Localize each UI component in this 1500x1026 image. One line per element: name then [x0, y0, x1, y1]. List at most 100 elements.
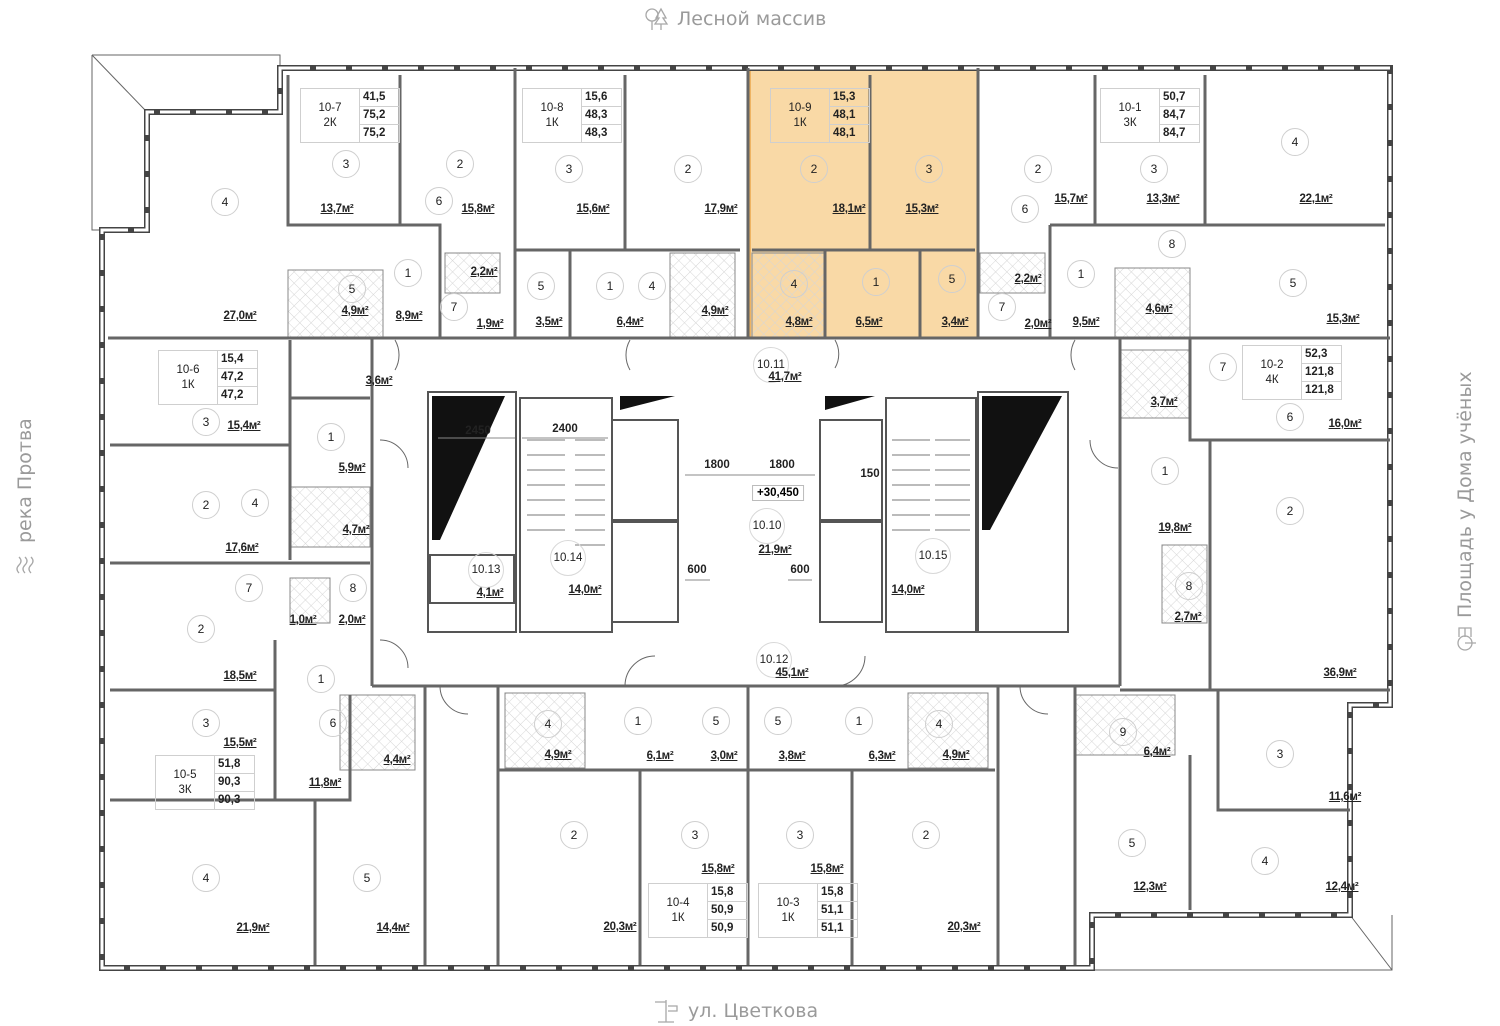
interior-walls — [108, 68, 1390, 965]
room-number-marker: 6 — [1011, 195, 1039, 223]
apartment-type: 3К — [1123, 116, 1137, 129]
room-number-marker: 4 — [192, 864, 220, 892]
apartment-area-value: 47,2 — [221, 389, 244, 401]
room-area-label: 5,9м² — [338, 462, 366, 474]
room-number-marker: 4 — [638, 272, 666, 300]
apartment-number: 10-8 — [540, 101, 564, 114]
apartment-type: 2К — [323, 116, 337, 129]
common-area-size: 14,0м² — [568, 584, 602, 596]
room-area-label: 3,6м² — [365, 375, 393, 387]
room-number-marker: 5 — [1118, 829, 1146, 857]
room-area-label: 4,6м² — [1145, 303, 1173, 315]
orientation-right: Площадь у Дома учёных — [1452, 371, 1478, 652]
orientation-top: Лесной массив — [643, 6, 826, 32]
apartment-area-value: 48,1 — [830, 107, 869, 125]
room-area-label: 6,5м² — [855, 316, 883, 328]
common-area-number: 10.13 — [468, 552, 504, 588]
common-area-size: 4,1м² — [476, 587, 504, 599]
room-number-marker: 2 — [912, 821, 940, 849]
room-area-label: 21,9м² — [236, 922, 270, 934]
room-number-marker: 6 — [1276, 403, 1304, 431]
apartment-number: 10-9 — [788, 101, 812, 114]
dimension-lines — [438, 437, 815, 581]
room-area-label: 17,6м² — [225, 542, 259, 554]
apartment-number: 10-7 — [318, 101, 342, 114]
room-area-label: 14,4м² — [376, 922, 410, 934]
room-area-label: 18,1м² — [832, 203, 866, 215]
apartment-area-value: 48,1 — [833, 127, 856, 139]
room-area-label: 11,6м² — [1328, 791, 1362, 803]
room-number-marker: 5 — [527, 272, 555, 300]
room-number-marker: 8 — [1158, 230, 1186, 258]
room-area-label: 4,9м² — [942, 749, 970, 761]
room-number-marker: 1 — [1067, 260, 1095, 288]
apartment-area-value: 121,8 — [1305, 384, 1334, 396]
room-number-marker: 1 — [862, 268, 890, 296]
apartment-area-value: 47,2 — [218, 369, 257, 387]
apartment-area-value: 51,1 — [818, 902, 857, 920]
apartment-area-value: 15,4 — [218, 351, 257, 369]
apartment-area-value: 52,3 — [1302, 346, 1341, 364]
room-area-label: 3,0м² — [710, 750, 738, 762]
room-number-marker: 4 — [1281, 128, 1309, 156]
room-number-marker: 4 — [534, 710, 562, 738]
orientation-left: река Протва — [14, 418, 36, 575]
room-area-label: 15,7м² — [1054, 193, 1088, 205]
room-area-label: 16,0м² — [1328, 418, 1362, 430]
shafts — [432, 396, 1062, 540]
room-number-marker: 2 — [446, 150, 474, 178]
room-area-label: 8,9м² — [395, 310, 423, 322]
room-area-label: 2,2м² — [470, 266, 498, 278]
room-number-marker: 4 — [780, 270, 808, 298]
room-area-label: 11,8м² — [308, 777, 342, 789]
common-area-number: 10.15 — [915, 538, 951, 574]
dimension-label: 600 — [790, 564, 810, 576]
square-bench-icon — [1457, 627, 1476, 651]
room-area-label: 4,7м² — [342, 524, 370, 536]
room-number-marker: 3 — [555, 155, 583, 183]
room-area-label: 2,0м² — [338, 614, 366, 626]
apartment-area-value: 90,3 — [215, 774, 254, 792]
room-number-marker: 1 — [394, 259, 422, 287]
core — [427, 391, 1069, 633]
room-area-label: 6,4м² — [616, 316, 644, 328]
room-number-marker: 7 — [440, 293, 468, 321]
common-area-size: 21,9м² — [758, 544, 792, 556]
balcony-top-left — [91, 54, 281, 231]
room-number-marker: 8 — [1175, 572, 1203, 600]
stairs — [527, 439, 970, 546]
apartment-area-value: 51,1 — [821, 922, 844, 934]
dimension-label: 600 — [687, 564, 707, 576]
dimension-label: 1800 — [769, 459, 795, 471]
room-number-marker: 6 — [425, 187, 453, 215]
apartment-type: 1К — [781, 911, 795, 924]
apartment-type: 3К — [178, 783, 192, 796]
room-number-marker: 5 — [353, 864, 381, 892]
room-number-marker: 2 — [1024, 155, 1052, 183]
apartment-area-value: 51,8 — [215, 756, 254, 774]
room-area-label: 1,9м² — [476, 318, 504, 330]
room-area-label: 3,8м² — [778, 750, 806, 762]
room-number-marker: 4 — [925, 710, 953, 738]
room-area-label: 4,4м² — [383, 754, 411, 766]
room-number-marker: 8 — [339, 574, 367, 602]
apartment-area-value: 50,9 — [708, 902, 747, 920]
